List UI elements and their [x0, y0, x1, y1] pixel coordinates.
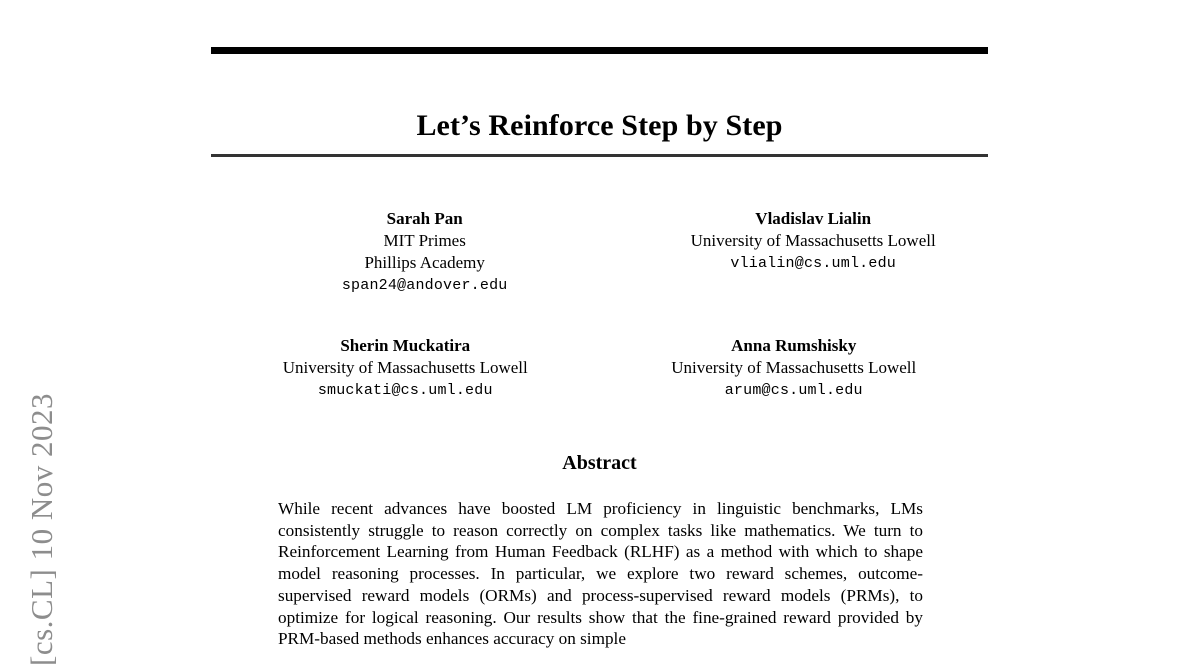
author-email[interactable]: smuckati@cs.uml.edu: [317, 382, 493, 399]
author-email[interactable]: vlialin@cs.uml.edu: [730, 255, 896, 272]
author-affiliation: University of Massachusetts Lowell: [282, 358, 528, 377]
author-row: Sarah Pan MIT Primes Phillips Academy sp…: [211, 208, 988, 297]
author-name: Vladislav Lialin: [755, 209, 872, 228]
author-affiliation: MIT Primes: [383, 231, 466, 250]
author-list: Sarah Pan MIT Primes Phillips Academy sp…: [211, 208, 988, 402]
page-title: Let’s Reinforce Step by Step: [416, 109, 783, 143]
author-affiliation: Phillips Academy: [364, 253, 485, 272]
author-name: Sarah Pan: [386, 209, 463, 228]
author-row: Sherin Muckatira University of Massachus…: [211, 335, 988, 402]
author-email[interactable]: arum@cs.uml.edu: [724, 382, 863, 399]
author-block-sherin-muckatira: Sherin Muckatira University of Massachus…: [211, 335, 600, 402]
author-block-vladislav-lialin: Vladislav Lialin University of Massachus…: [638, 208, 988, 297]
author-email[interactable]: span24@andover.edu: [341, 277, 508, 294]
title-rule-bottom: [211, 154, 988, 157]
title-rule-top: [211, 47, 988, 54]
author-block-anna-rumshisky: Anna Rumshisky University of Massachuset…: [600, 335, 989, 402]
abstract-text: While recent advances have boosted LM pr…: [278, 499, 923, 649]
author-name: Anna Rumshisky: [731, 336, 857, 355]
author-affiliation: University of Massachusetts Lowell: [671, 358, 917, 377]
abstract-heading: Abstract: [562, 452, 637, 474]
paper-page: [cs.CL] 10 Nov 2023 Let’s Reinforce Step…: [24, 47, 988, 666]
author-block-sarah-pan: Sarah Pan MIT Primes Phillips Academy sp…: [211, 208, 638, 297]
arxiv-vertical-stamp: [cs.CL] 10 Nov 2023: [24, 393, 59, 666]
author-affiliation: University of Massachusetts Lowell: [690, 231, 936, 250]
author-name: Sherin Muckatira: [340, 336, 471, 355]
